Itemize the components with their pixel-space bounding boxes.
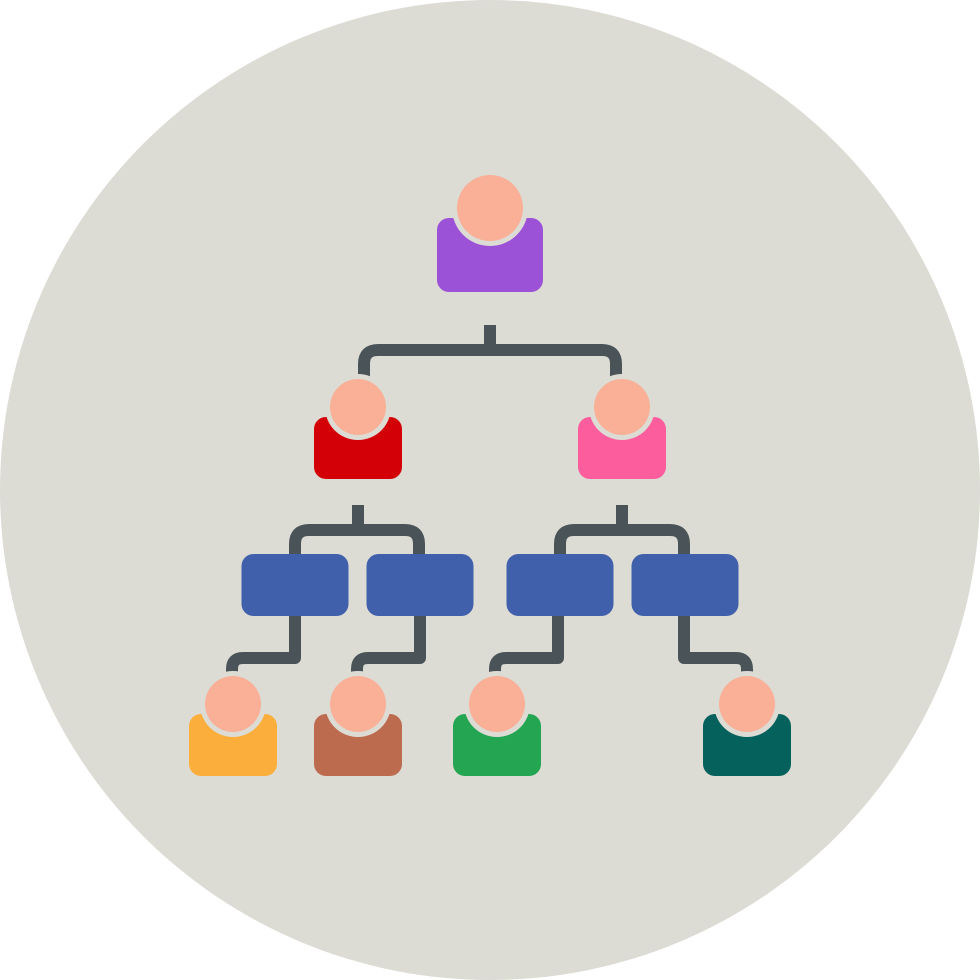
node-unit-3 xyxy=(506,554,614,616)
person-head xyxy=(469,676,525,732)
unit-box xyxy=(241,554,349,616)
person-head xyxy=(719,676,775,732)
person-body xyxy=(189,714,277,776)
connector-unit-1-to-member-1 xyxy=(226,615,301,681)
person-body xyxy=(578,417,666,479)
connector-unit-3-to-member-3 xyxy=(489,615,564,681)
nodes xyxy=(189,170,791,776)
node-root xyxy=(437,170,543,292)
node-unit-4 xyxy=(631,554,739,616)
unit-box xyxy=(366,554,474,616)
node-unit-1 xyxy=(241,554,349,616)
person-body xyxy=(314,417,402,479)
unit-box xyxy=(631,554,739,616)
node-manager-left xyxy=(314,374,402,479)
person-head xyxy=(330,379,386,435)
connector-root-to-managers xyxy=(358,325,622,381)
person-body xyxy=(453,714,541,776)
connector-unit-2-to-member-2 xyxy=(351,615,426,681)
person-head xyxy=(457,175,523,241)
person-head xyxy=(205,676,261,732)
node-member-1 xyxy=(189,671,277,776)
person-head xyxy=(594,379,650,435)
person-body xyxy=(437,218,543,292)
connector-manager-left-branch xyxy=(289,505,425,555)
connector-unit-4-to-member-4 xyxy=(678,615,753,681)
connectors xyxy=(226,325,753,681)
node-member-3 xyxy=(453,671,541,776)
unit-box xyxy=(506,554,614,616)
connector-manager-right-branch xyxy=(554,505,690,555)
node-manager-right xyxy=(578,374,666,479)
node-member-2 xyxy=(314,671,402,776)
node-unit-2 xyxy=(366,554,474,616)
node-member-4 xyxy=(703,671,791,776)
person-head xyxy=(330,676,386,732)
person-body xyxy=(314,714,402,776)
person-body xyxy=(703,714,791,776)
